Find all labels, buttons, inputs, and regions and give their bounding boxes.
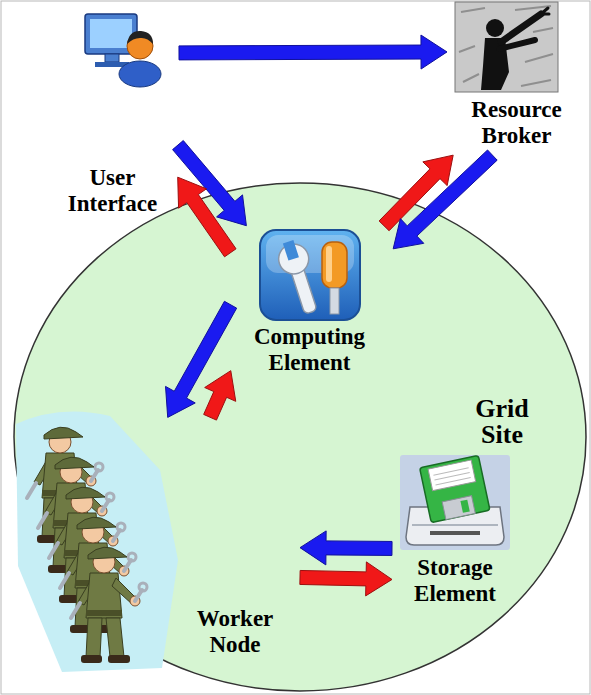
computing-element-icon — [322, 242, 347, 288]
storage-element-icon — [428, 460, 476, 491]
user-interface-icon — [83, 10, 163, 87]
resource-broker-icon — [455, 2, 558, 92]
computing-element-icon — [326, 246, 332, 282]
resource-broker-icon — [499, 40, 535, 49]
computing-element-icon — [260, 230, 360, 320]
computing-element-icon — [330, 288, 339, 314]
computing-element-icon — [274, 237, 325, 317]
storage-element-icon — [420, 455, 490, 522]
storage-element-icon — [400, 455, 510, 550]
node-label: User Interface — [53, 165, 172, 217]
storage-element-icon — [442, 496, 475, 520]
storage-element-icon — [400, 455, 510, 550]
region-ellipse — [14, 183, 586, 691]
computing-element-icon — [260, 230, 360, 320]
node-label: Resource Broker — [450, 97, 583, 149]
node-label: Computing Element — [232, 324, 387, 376]
node-label: Storage Element — [395, 555, 515, 607]
resource-broker-icon — [541, 8, 549, 14]
node-label: Worker Node — [180, 606, 290, 658]
storage-element-icon — [460, 500, 469, 513]
flow-arrow — [179, 35, 447, 69]
storage-element-icon — [433, 468, 470, 485]
user-interface-icon — [105, 54, 119, 62]
storage-element-icon — [420, 455, 490, 522]
user-interface-icon — [90, 19, 132, 48]
user-interface-icon — [119, 61, 161, 87]
computing-element-icon — [275, 240, 313, 278]
computing-element-icon — [283, 240, 299, 261]
storage-element-icon — [412, 524, 498, 526]
resource-broker-icon — [455, 2, 558, 92]
node-label: Grid Site — [457, 396, 547, 448]
user-interface-icon — [127, 31, 153, 44]
worker-node-figures — [71, 547, 147, 663]
resource-broker-icon — [486, 19, 504, 37]
storage-element-icon — [430, 531, 480, 535]
